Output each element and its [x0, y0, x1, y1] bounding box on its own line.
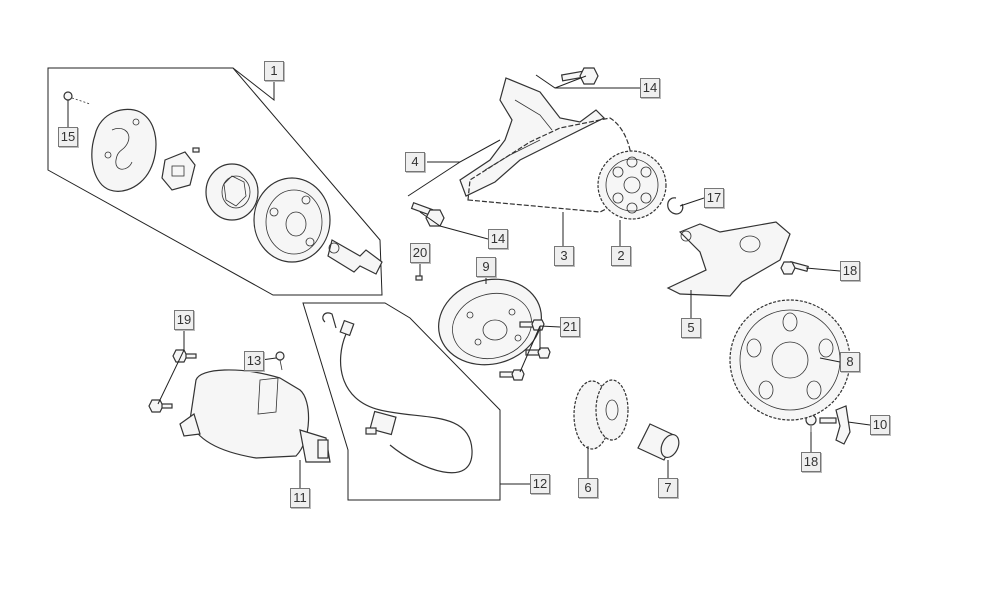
callout-13[interactable]: 13 [244, 351, 264, 371]
front-sprocket-drawing [597, 150, 667, 220]
callout-19[interactable]: 19 [174, 310, 194, 330]
callout-9[interactable]: 9 [476, 257, 496, 277]
callout-18-lower[interactable]: 18 [801, 452, 821, 472]
callout-18-upper[interactable]: 18 [840, 261, 860, 281]
callout-1[interactable]: 1 [264, 61, 284, 81]
callout-14-upper[interactable]: 14 [640, 78, 660, 98]
leader-lines [67, 67, 871, 488]
clutch-cover-plate-drawing [91, 108, 157, 192]
sleeve-bushing-drawing [637, 423, 680, 461]
callout-6[interactable]: 6 [578, 478, 598, 498]
callout-21[interactable]: 21 [560, 317, 580, 337]
callout-14-lower[interactable]: 14 [488, 229, 508, 249]
roller-cage-drawing [161, 147, 200, 191]
double-gear-drawing [573, 379, 629, 450]
key-20-drawing [415, 275, 423, 281]
screw-13-drawing [275, 351, 285, 371]
circlip-17-drawing [667, 197, 684, 215]
callout-4[interactable]: 4 [405, 152, 425, 172]
sprocket-cover-plate-drawing [666, 221, 791, 297]
flywheel-rotor-drawing [438, 278, 542, 366]
callout-20[interactable]: 20 [410, 243, 430, 263]
wire-harness-outline [302, 302, 501, 501]
bolts-19-drawing [148, 349, 197, 413]
lock-plate-drawing [819, 405, 851, 445]
callout-11[interactable]: 11 [290, 488, 310, 508]
callout-10[interactable]: 10 [870, 415, 890, 435]
callout-5[interactable]: 5 [681, 318, 701, 338]
callout-15[interactable]: 15 [58, 127, 78, 147]
callout-7[interactable]: 7 [658, 478, 678, 498]
callout-3[interactable]: 3 [554, 246, 574, 266]
callout-17[interactable]: 17 [704, 188, 724, 208]
callout-12[interactable]: 12 [530, 474, 550, 494]
starter-motor-drawing [179, 369, 331, 463]
bolt-14-upper-drawing [560, 67, 599, 85]
bolt-18-upper-drawing [780, 261, 809, 275]
clutch-drum-drawing [205, 163, 259, 221]
chain-guide-bracket-drawing [459, 77, 606, 197]
callout-2[interactable]: 2 [611, 246, 631, 266]
screws-21-drawing [499, 319, 551, 381]
drive-chain-drawing [467, 117, 633, 213]
callout-8[interactable]: 8 [840, 352, 860, 372]
clutch-shaft-drawing [327, 239, 383, 275]
starter-gear-housing-drawing [253, 177, 331, 263]
bolt-14-lower-drawing [410, 201, 445, 227]
wire-harness-drawing [322, 312, 473, 474]
